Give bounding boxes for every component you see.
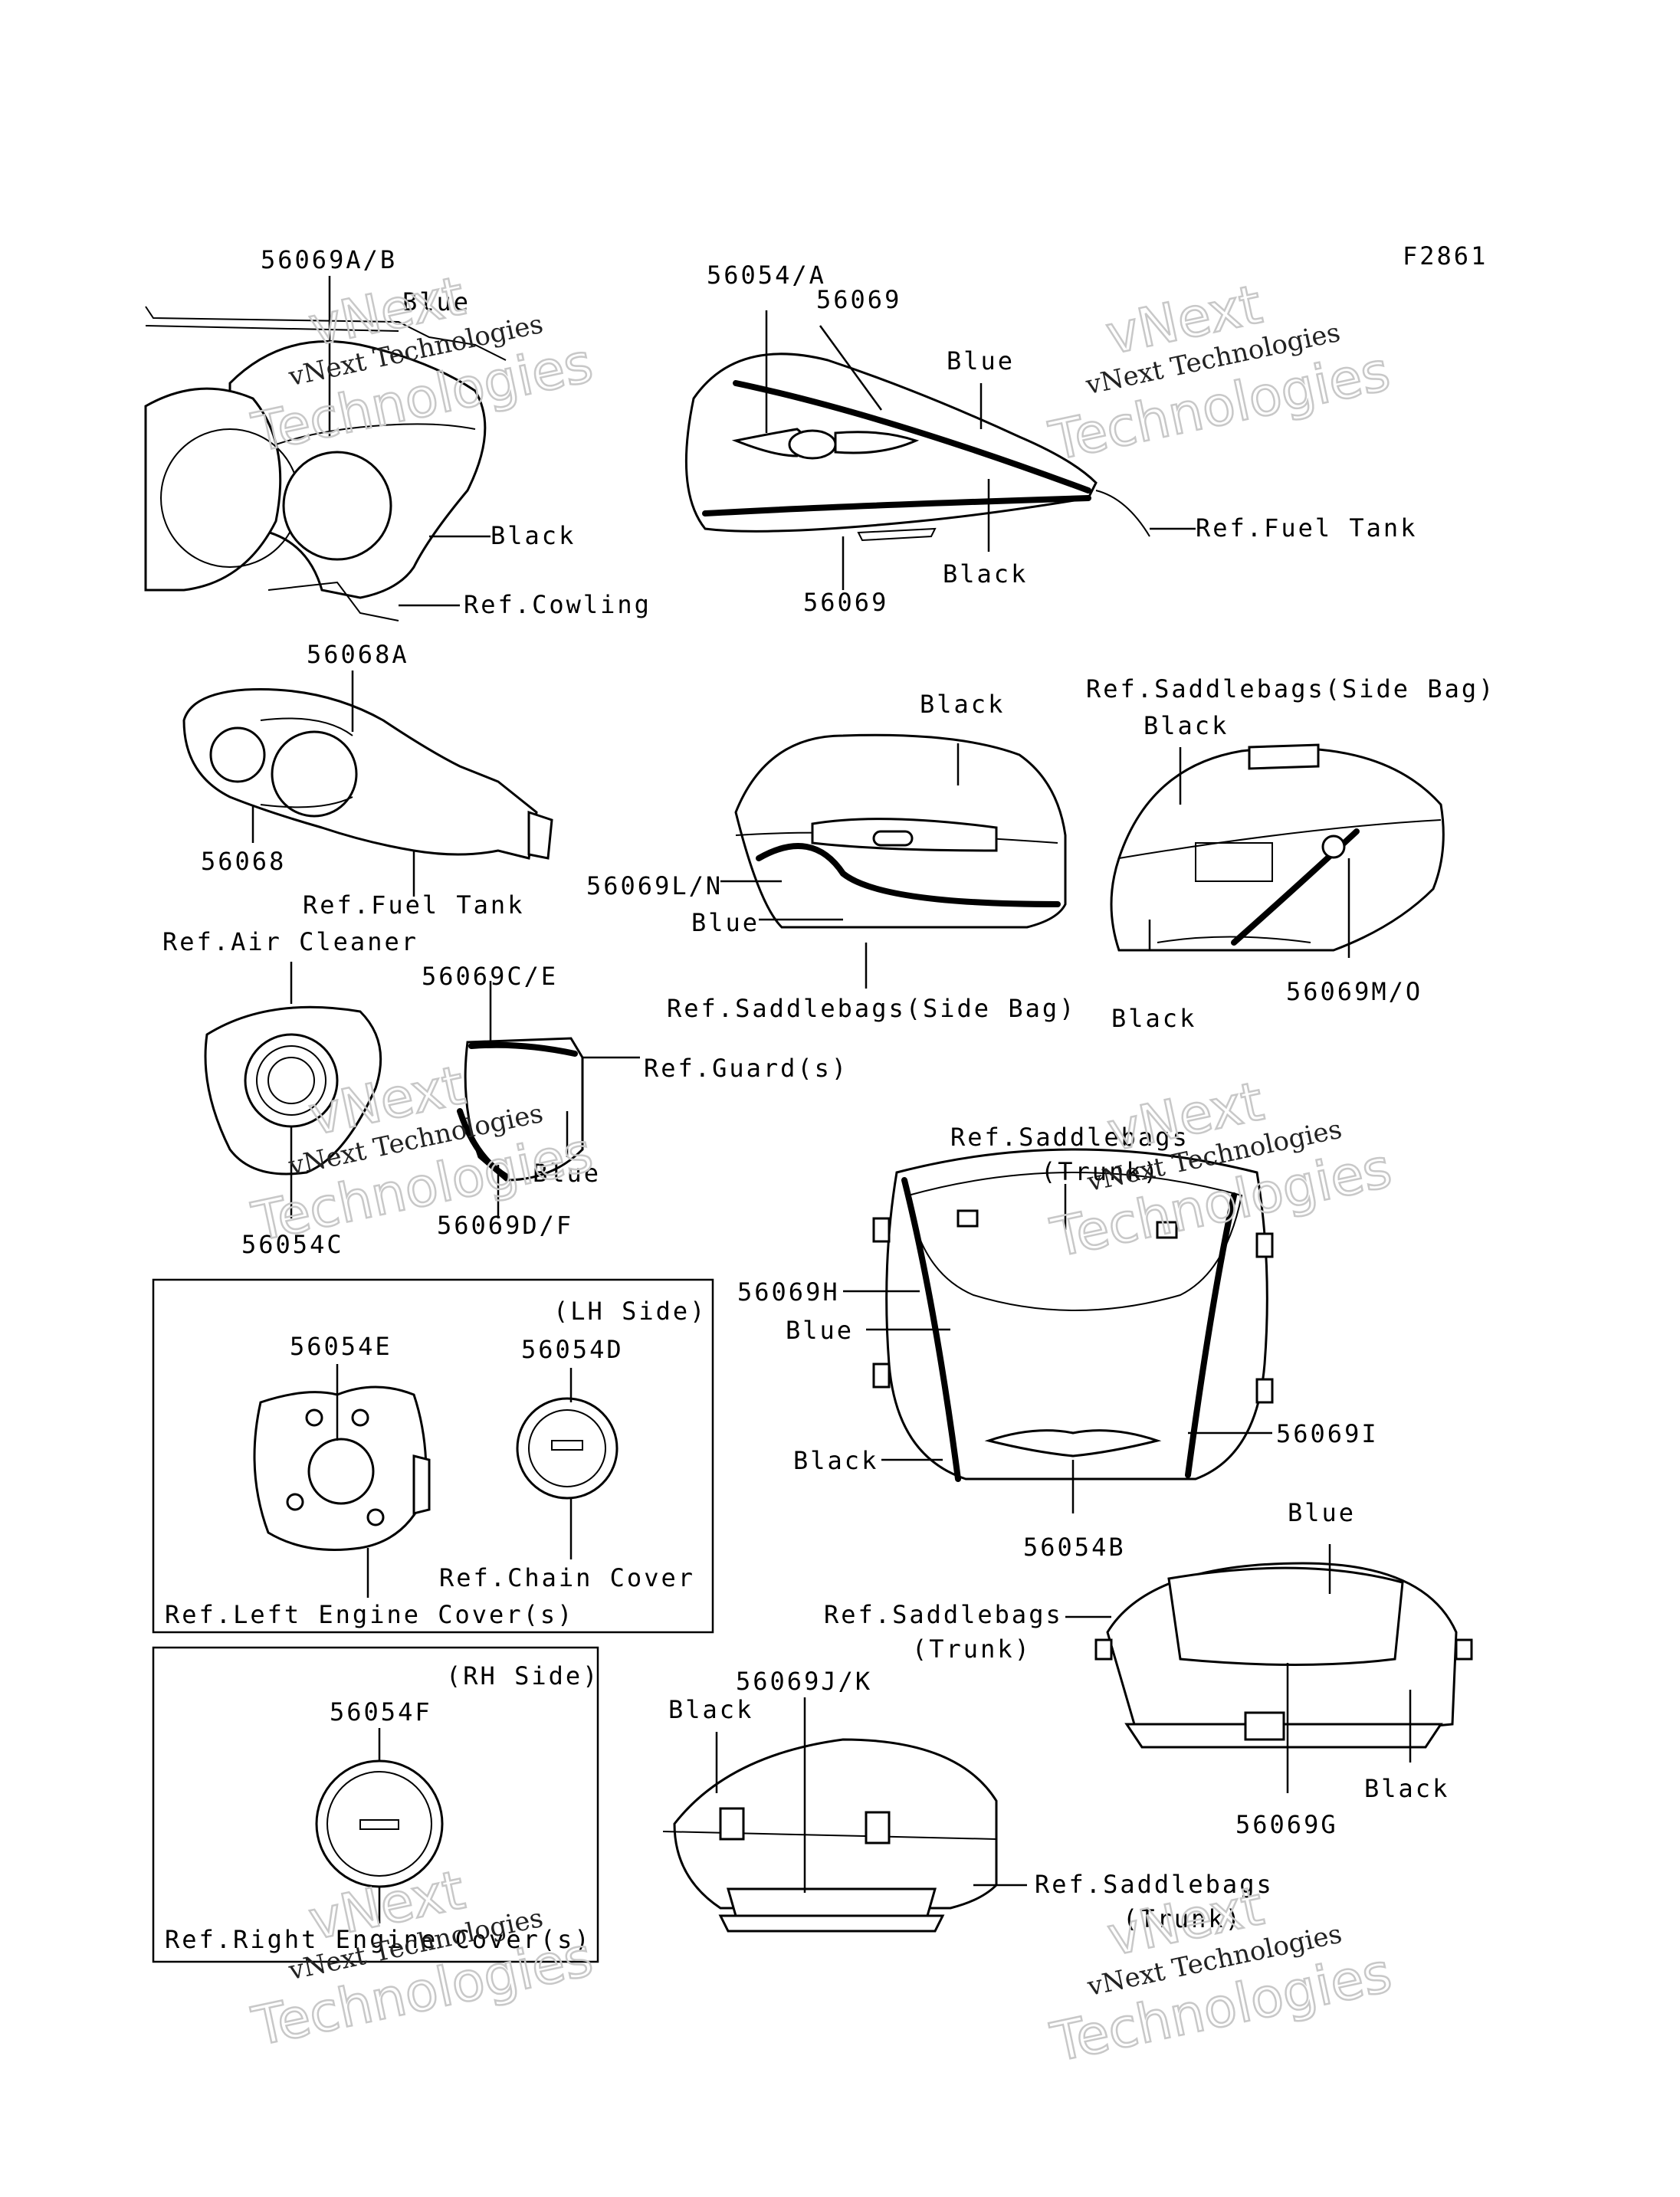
label-56069DF: 56069D/F — [437, 1211, 573, 1240]
label-blue-trunk-rear: Blue — [1288, 1498, 1356, 1527]
label-ref-chain-cover: Ref.Chain Cover — [439, 1563, 695, 1592]
right-engine-cover-part — [315, 1759, 444, 1888]
label-ref-saddlebag-trunk-2a: Ref.Saddlebags — [824, 1600, 1063, 1629]
label-black-saddlebag-left: Black — [920, 690, 1005, 719]
label-56054F: 56054F — [330, 1697, 432, 1726]
label-56069-tank-bottom: 56069 — [803, 588, 888, 617]
label-ref-saddlebag-trunk-3a: Ref.Saddlebags — [1035, 1870, 1274, 1899]
label-56054C: 56054C — [241, 1230, 344, 1259]
label-black-tank: Black — [943, 559, 1028, 589]
label-black-saddlebag-right-bottom: Black — [1111, 1004, 1196, 1033]
label-black-trunk-rear: Black — [1364, 1774, 1449, 1803]
label-56069MO: 56069M/O — [1286, 977, 1422, 1006]
label-56069JK: 56069J/K — [736, 1667, 872, 1696]
label-rh-side: (RH Side) — [446, 1661, 599, 1690]
label-56069-tank-top: 56069 — [816, 285, 901, 314]
guard-part — [457, 1037, 584, 1182]
label-ref-saddlebag-side-1: Ref.Saddlebags(Side Bag) — [667, 994, 1076, 1023]
label-ref-right-engine-cover: Ref.Right Engine Cover(s) — [165, 1925, 592, 1954]
watermark-1: Technologies vNext vNext Technologies — [246, 264, 599, 466]
label-56054E: 56054E — [290, 1332, 392, 1361]
label-ref-fuel-tank: Ref.Fuel Tank — [1196, 513, 1417, 543]
cowling-part — [144, 306, 507, 621]
label-blue-saddlebag: Blue — [691, 908, 760, 937]
fuel-tank-part — [684, 353, 1150, 542]
fuel-tank-lower-part — [182, 688, 553, 860]
label-lh-side: (LH Side) — [553, 1297, 707, 1326]
trunk-side-part — [662, 1738, 998, 1933]
label-ref-saddlebag-trunk-3b: (Trunk) — [1123, 1904, 1242, 1933]
label-56069H: 56069H — [737, 1277, 840, 1307]
left-engine-cover-part — [253, 1385, 431, 1551]
saddlebag-right-part — [1110, 743, 1445, 952]
label-black-cowling: Black — [491, 521, 576, 550]
label-56069LN: 56069L/N — [586, 871, 723, 900]
label-56069CE: 56069C/E — [422, 962, 558, 991]
rh-side-box — [152, 1646, 599, 1963]
lh-side-box — [152, 1278, 714, 1634]
label-black-trunk-side: Black — [668, 1695, 753, 1724]
label-ref-fuel-tank-lower: Ref.Fuel Tank — [303, 890, 524, 920]
label-blue-tank: Blue — [947, 346, 1015, 375]
figure-code: F2861 — [1403, 241, 1488, 271]
label-56054A: 56054/A — [707, 261, 826, 290]
label-black-saddlebag-right-top: Black — [1144, 711, 1229, 740]
label-ref-guard: Ref.Guard(s) — [644, 1054, 848, 1083]
trunk-rear-part — [1094, 1562, 1473, 1749]
label-blue-guard: Blue — [533, 1159, 601, 1188]
label-ref-saddlebag-trunk-2b: (Trunk) — [912, 1635, 1032, 1664]
label-blue-cowling: Blue — [402, 287, 471, 316]
air-cleaner-part — [204, 1005, 382, 1176]
label-56069G: 56069G — [1235, 1810, 1338, 1839]
label-56068: 56068 — [201, 847, 286, 876]
label-blue-trunk: Blue — [786, 1316, 854, 1345]
label-ref-cowling: Ref.Cowling — [464, 590, 651, 619]
chain-cover-part — [516, 1397, 619, 1500]
label-ref-saddlebag-side-2: Ref.Saddlebags(Side Bag) — [1086, 674, 1495, 703]
label-black-trunk: Black — [793, 1446, 878, 1475]
label-ref-saddlebag-trunk-1b: (Trunk) — [1041, 1157, 1160, 1186]
label-56068A: 56068A — [307, 640, 409, 669]
watermark-2: Technologies vNext vNext Technologies — [1043, 272, 1396, 474]
label-56054D: 56054D — [521, 1335, 624, 1364]
saddlebag-left-part — [734, 733, 1067, 929]
label-56054B: 56054B — [1023, 1533, 1126, 1562]
trunk-front-part — [872, 1148, 1274, 1482]
label-ref-saddlebag-trunk-1a: Ref.Saddlebags — [950, 1123, 1189, 1152]
label-ref-air-cleaner: Ref.Air Cleaner — [162, 927, 418, 956]
label-ref-left-engine-cover: Ref.Left Engine Cover(s) — [165, 1600, 574, 1629]
label-56069I: 56069I — [1276, 1419, 1379, 1448]
label-56069AB: 56069A/B — [261, 245, 397, 274]
